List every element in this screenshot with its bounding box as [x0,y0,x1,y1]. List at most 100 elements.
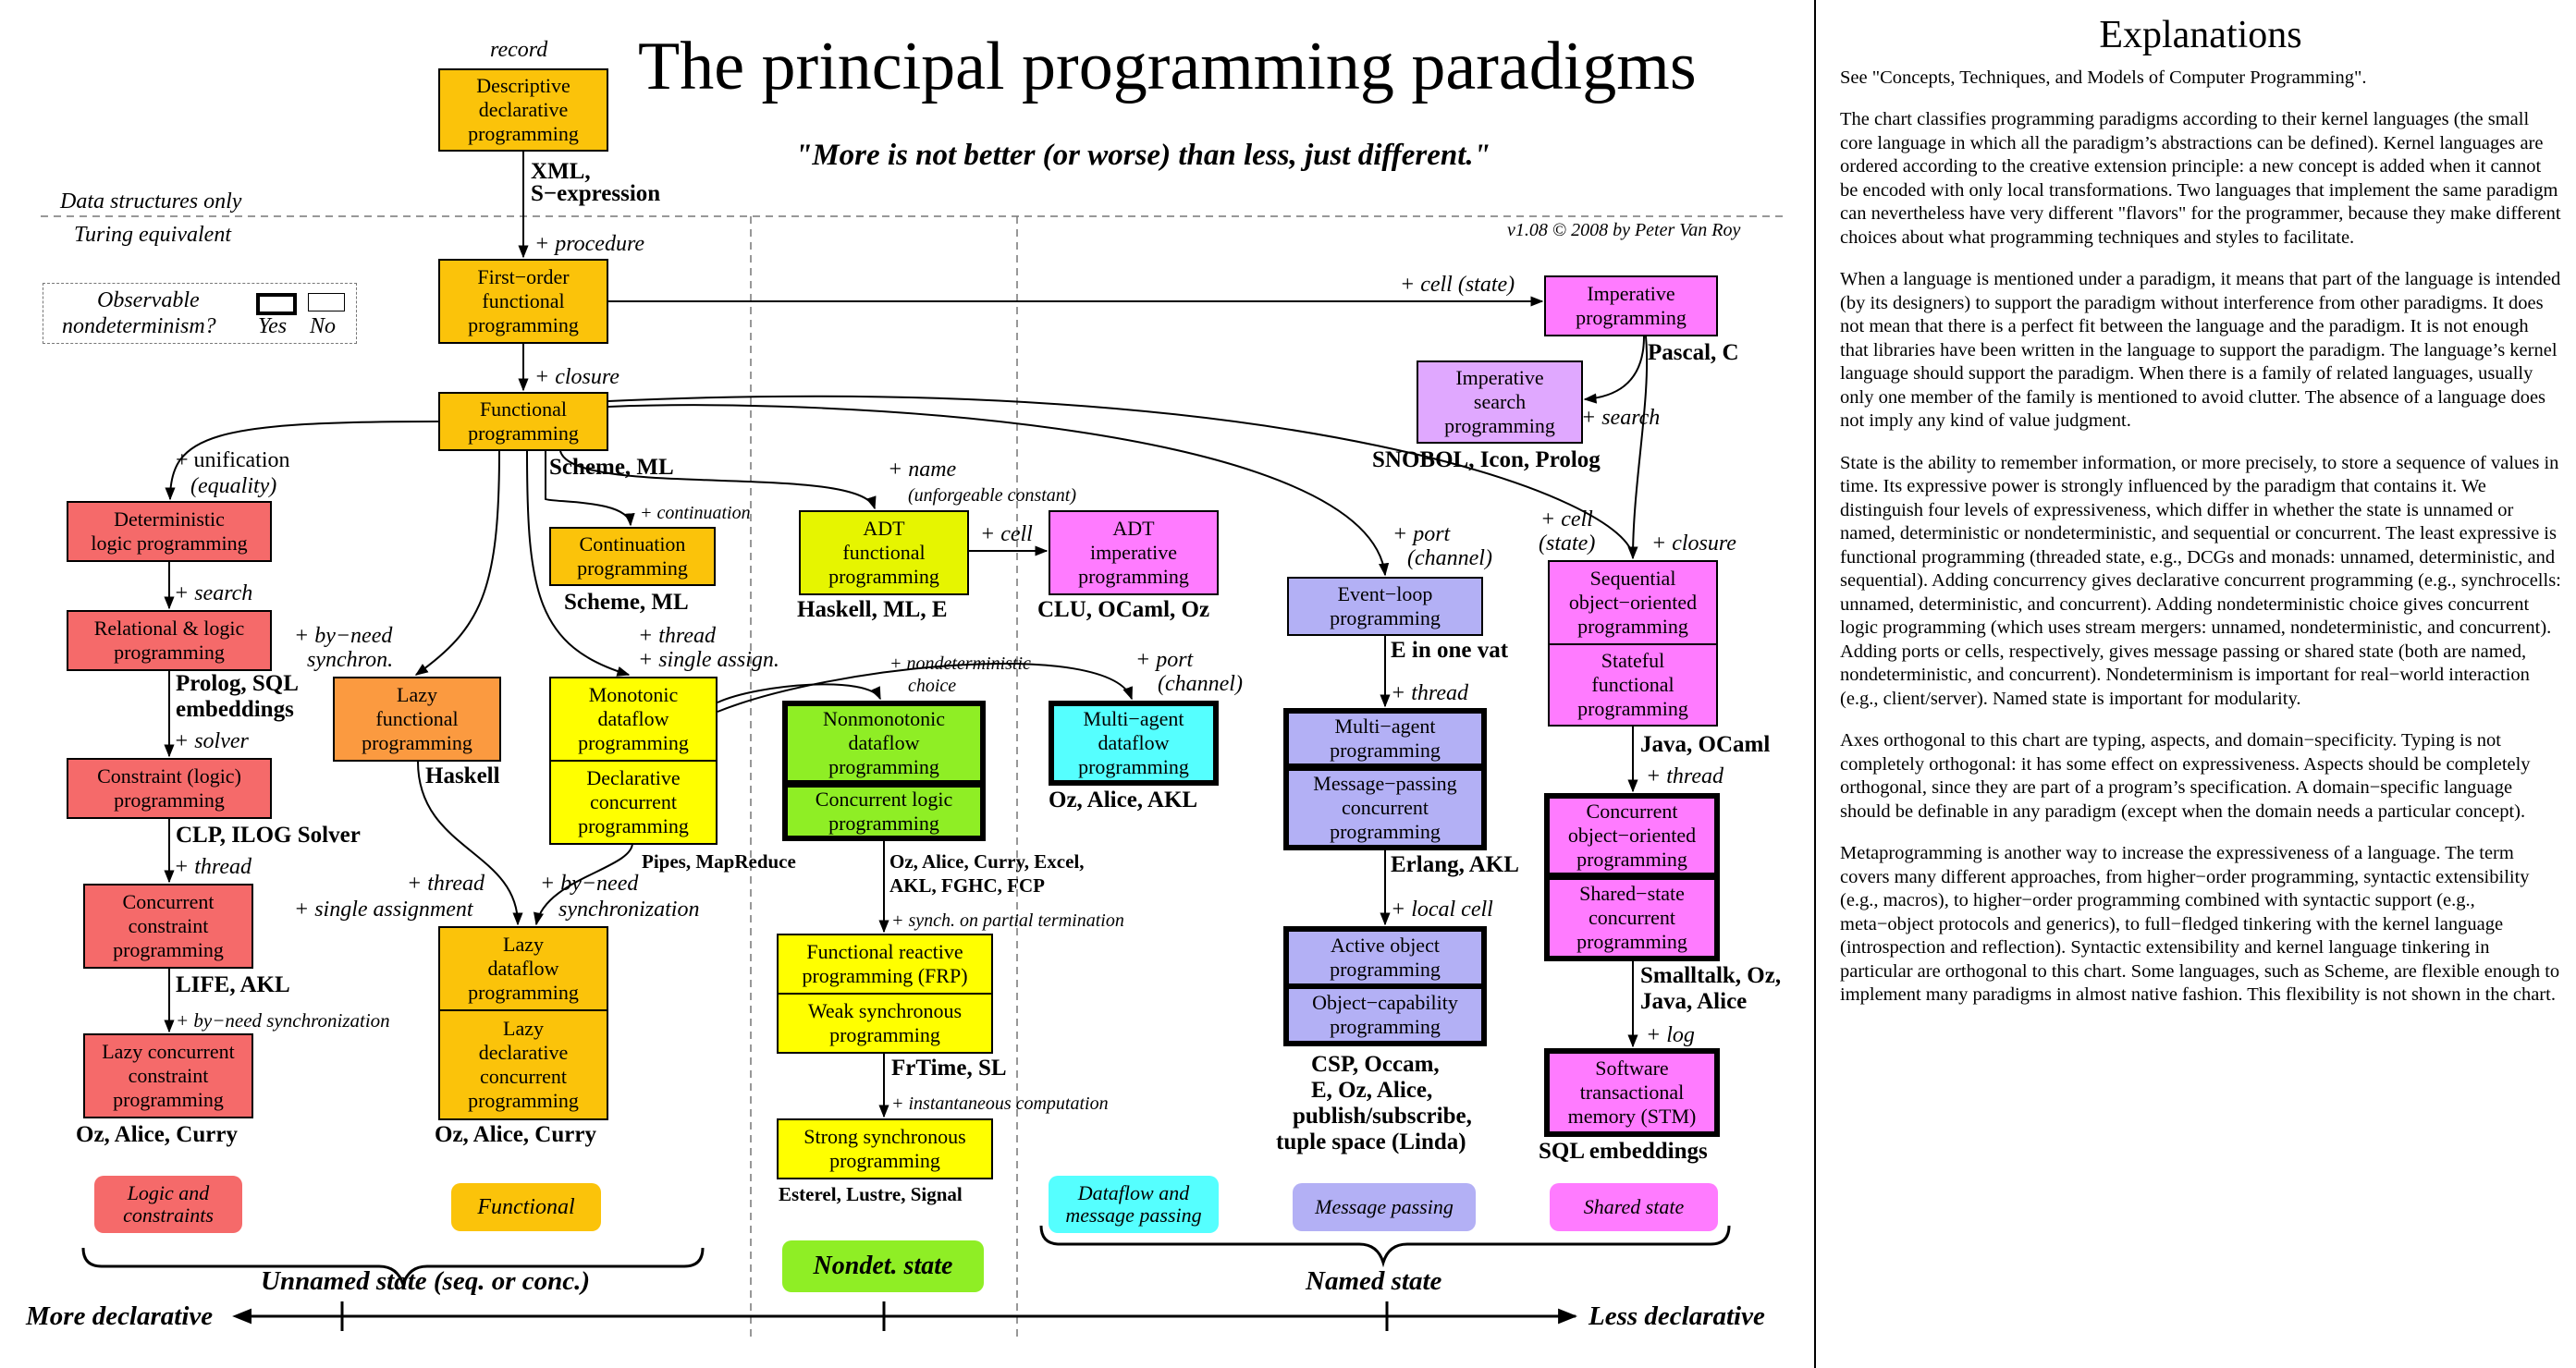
lang-esterel: Esterel, Lustre, Signal [779,1183,963,1205]
lang-frtime: FrTime, SL [891,1056,1007,1081]
edge-label-cell-state: + cell (state) [1400,273,1515,297]
box-line: Monotonic [588,683,679,706]
box-line: programming [829,1149,940,1172]
box-line: concurrent [589,790,678,813]
box-line: Concurrent [1586,800,1678,823]
edge-declarative-lazy-dataflow [534,842,633,926]
turing-equivalent-label: Turing equivalent [74,223,231,247]
explanations-panel: Explanations See "Concepts, Techniques, … [1840,0,2561,1026]
nondeterminism-legend: Observable nondeterminism? Yes No [43,283,357,344]
more-declarative-label: More declarative [26,1301,214,1331]
box-line: programming [1444,414,1555,437]
lang-java-alice: Java, Alice [1640,989,1748,1014]
box-line: programming [468,1089,579,1112]
edge-label-nondet-choice-2: choice [908,676,957,696]
box-line: programming [828,812,939,835]
unnamed-state-label: Unnamed state (seq. or conc.) [261,1266,591,1296]
connector-layer [41,152,1786,1340]
explanation-paragraph: Axes orthogonal to this chart are typing… [1840,730,2531,822]
box-line: programming [1330,606,1441,629]
legend-no: No [310,314,337,338]
edge-label-cell-2: + cell [1540,507,1593,531]
box-line: Sequential [1589,567,1676,590]
edge-functional-continuation [545,451,635,527]
lang-scheme-ml-2: Scheme, ML [564,590,689,615]
lang-erlang: Erlang, AKL [1391,852,1519,877]
lang-pipes: Pipes, MapReduce [642,850,796,873]
motto: "More is not better (or worse) than less… [795,139,1491,172]
box-line: Software [1595,1057,1669,1080]
category-label: Logic and constraints [123,1181,214,1227]
box-line: transactional [1579,1081,1685,1104]
box-line: dataflow [848,731,920,754]
box-line: object−oriented [1568,591,1698,614]
category-label: Functional [477,1195,575,1219]
box-line: Object−capability [1312,991,1458,1014]
edge-imperative-sequential-oo [1632,336,1649,559]
edge-label-solver: + solver [174,729,249,753]
lang-tuple-space: tuple space (Linda) [1276,1130,1466,1154]
brace-named-state [1039,1225,1731,1268]
edge-functional-lazy [414,450,500,676]
box-line: dataflow [597,707,669,730]
box-line: Event−loop [1337,582,1433,605]
box-line: concurrent [1341,796,1429,819]
edge-label-instantaneous: + instantaneous computation [891,1093,1109,1114]
box-line: Concurrent [122,890,215,913]
data-structures-label: Data structures only [60,189,242,214]
edge-label-synchronization: synchronization [558,898,700,922]
edge-label-single-assign: + single assign. [638,648,779,672]
lang-snobol: SNOBOL, Icon, Prolog [1372,447,1601,472]
box-line: programming [1577,615,1688,638]
edge-label-thread-lazy: + thread [407,872,485,896]
edge-imperative-search [1583,336,1645,404]
lang-prolog: Prolog, SQL [176,671,299,696]
box-line: functional [1591,673,1674,696]
box-line: Imperative [1455,366,1544,389]
box-line: Functional reactive [806,940,963,963]
edge-label-synchron: synchron. [307,648,394,672]
edge-label-port-channel-2: (channel) [1407,546,1492,570]
box-line: declarative [478,98,569,121]
box-line: programming [468,122,579,145]
edge-label-local-cell: + local cell [1391,898,1493,922]
box-line: Declarative [586,766,681,789]
lang-csp: CSP, Occam, [1311,1052,1440,1077]
box-line: functional [375,707,459,730]
edge-label-name: + name [888,458,957,482]
box-line: Shared−state [1579,882,1685,905]
box-line: programming [829,1023,940,1046]
box-line: dataflow [487,957,559,980]
edge-functional-adt [559,450,877,510]
edge-label-search-imp: + search [1581,406,1661,430]
lang-oz-alice-curry: Oz, Alice, Curry [76,1122,238,1147]
box-line: dataflow [1098,731,1170,754]
lang-life: LIFE, AKL [176,972,290,997]
edge-label-by-need-synchronization: + by−need synchronization [176,1009,390,1032]
box-line: Message−passing [1313,772,1457,795]
legend-no-swatch [308,293,345,311]
box-line: Imperative [1587,282,1675,305]
lang-scheme-ml: Scheme, ML [549,455,674,480]
box-line: Stateful [1601,649,1665,672]
box-line: programming [828,755,939,778]
box-line: Lazy concurrent [102,1040,235,1063]
box-line: programming [1576,848,1687,871]
box-line: programming [114,788,225,812]
